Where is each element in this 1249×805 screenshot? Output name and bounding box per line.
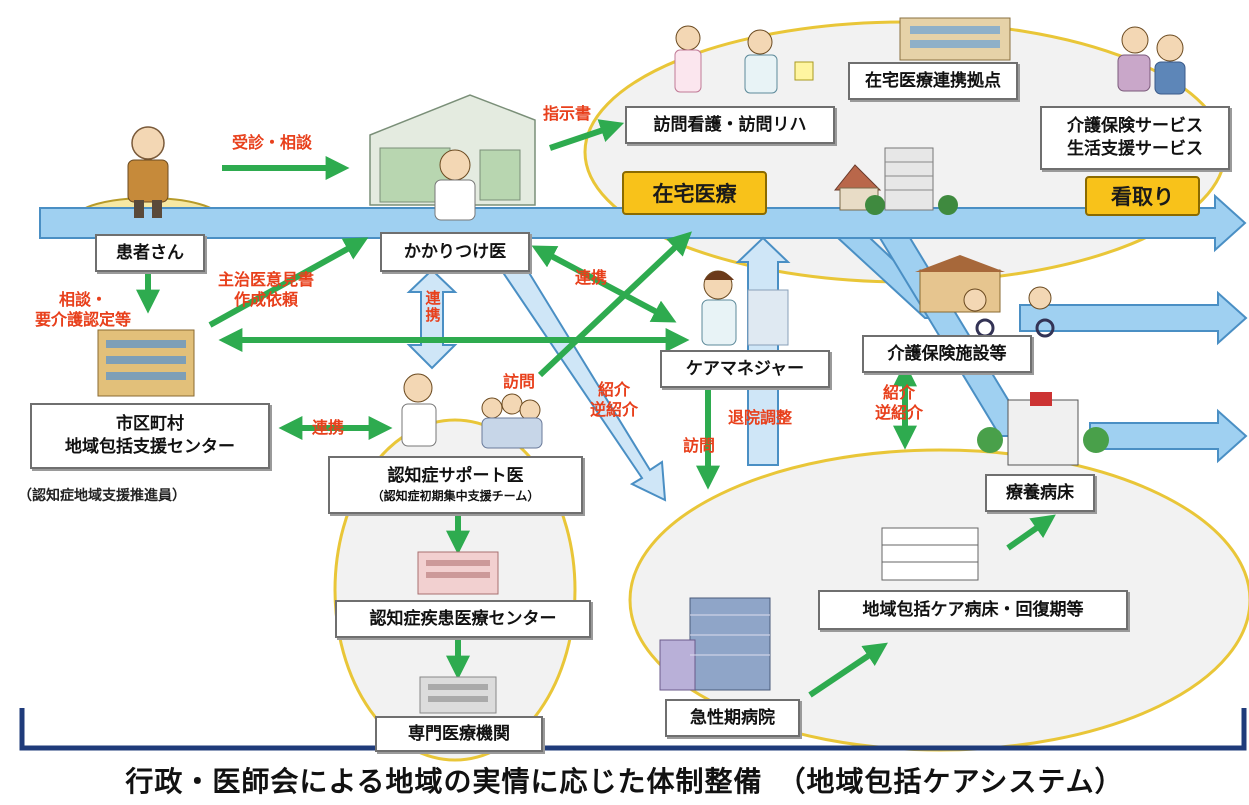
- dementia-doctor-label: 認知症サポート医: [387, 466, 524, 487]
- footer-caption: 行政・医師会による地域の実情に応じた体制整備 （地域包括ケアシステム）: [125, 765, 1124, 798]
- visit-nursing-label: 訪問看護・訪問リハ: [653, 114, 807, 135]
- care-facility-illustration: [915, 255, 1055, 338]
- label-opinion: 主治医意見書作成依頼: [218, 270, 314, 310]
- end-of-life-badge: 看取り: [1085, 176, 1200, 216]
- caregiver-illustration: [1117, 26, 1186, 95]
- care-manager-label: ケアマネジャー: [685, 358, 805, 379]
- nurses-illustration: [674, 25, 814, 94]
- green-arrows: [136, 119, 1056, 698]
- specialist-label: 専門医療機関: [408, 723, 510, 744]
- family-doctor-label: かかりつけ医: [403, 241, 507, 262]
- label-referral2-2: 逆紹介: [875, 403, 924, 422]
- label-referral-1: 紹介: [598, 380, 631, 399]
- dementia-team-label: （認知症初期集中支援チーム）: [371, 489, 540, 504]
- long-term-ward-box: 療養病床: [985, 474, 1095, 512]
- label-renkei-cm: 連携: [575, 268, 608, 287]
- dementia-center-illustration: [417, 551, 499, 595]
- home-medicine-label: 在宅医療: [652, 182, 737, 206]
- care-facility-arrow: [1019, 290, 1248, 346]
- specialist-box: 専門医療機関: [375, 716, 543, 752]
- label-referral: 紹介逆紹介: [590, 380, 638, 420]
- label-renkei-vertical: 連携: [425, 289, 441, 324]
- care-facility-label: 介護保険施設等: [887, 343, 1007, 364]
- care-service-label-2: 生活支援サービス: [1067, 139, 1203, 159]
- label-referral2-1: 紹介: [883, 383, 916, 402]
- arrow-acute-community: [808, 642, 888, 698]
- long-term-arrow: [1089, 408, 1248, 464]
- label-consult2-2: 要介護認定等: [35, 310, 132, 329]
- patient-illustration: [127, 126, 169, 218]
- specialist-illustration: [419, 676, 497, 714]
- community-ward-label: 地域包括ケア病床・回復期等: [862, 599, 1084, 620]
- label-opinion-1: 主治医意見書: [218, 270, 315, 289]
- dementia-promoter-note: （認知症地域支援推進員）: [18, 488, 186, 504]
- label-referral2: 紹介逆紹介: [875, 383, 923, 423]
- visit-nursing-box: 訪問看護・訪問リハ: [625, 106, 835, 144]
- label-instruction: 指示書: [543, 104, 592, 123]
- label-houmon-cm: 訪問: [683, 436, 716, 455]
- label-opinion-2: 作成依頼: [234, 290, 299, 309]
- bottom-bracket: [19, 708, 1247, 751]
- label-houmon-dementia: 訪問: [503, 372, 536, 391]
- label-discharge: 退院調整: [728, 408, 793, 427]
- dementia-doctor-box: 認知症サポート医 （認知症初期集中支援チーム）: [328, 456, 583, 514]
- dementia-center-box: 認知症疾患医療センター: [335, 600, 591, 638]
- acute-hospital-box: 急性期病院: [665, 699, 800, 737]
- care-service-label-1: 介護保険サービス: [1067, 116, 1203, 137]
- end-of-life-label: 看取り: [1111, 185, 1174, 209]
- care-service-box: 介護保険サービス生活支援サービス: [1040, 106, 1230, 170]
- town-hall-illustration: [97, 329, 195, 397]
- label-consult: 受診・相談: [232, 133, 313, 152]
- long-term-illustration: [977, 392, 1109, 466]
- arrow-community-longterm: [1006, 514, 1056, 551]
- acute-hospital-illustration: [659, 597, 771, 691]
- home-medicine-badge: 在宅医療: [622, 171, 767, 215]
- municipality-label-1: 市区町村: [116, 414, 184, 435]
- renkei-double-arrow: [406, 268, 458, 370]
- arrow-doctor-cm: [531, 245, 677, 323]
- municipality-box: 市区町村地域包括支援センター: [30, 403, 270, 469]
- care-facility-box: 介護保険施設等: [862, 335, 1032, 373]
- arrow-houmon-up: [537, 231, 692, 378]
- hub-building-illustration: [899, 17, 1011, 61]
- municipality-label-2: 地域包括支援センター: [65, 437, 235, 457]
- houses-illustration: [833, 147, 958, 215]
- dementia-center-label: 認知症疾患医療センター: [369, 608, 557, 629]
- label-renkei-municipality: 連携: [312, 418, 345, 437]
- care-manager-box: ケアマネジャー: [660, 350, 830, 388]
- family-doctor-box: かかりつけ医: [380, 232, 530, 272]
- patient-box: 患者さん: [95, 234, 205, 272]
- dementia-doctor-illustration: [401, 373, 543, 449]
- label-consult2-1: 相談・: [59, 290, 108, 309]
- arrow-instruction: [549, 119, 625, 151]
- patient-label: 患者さん: [116, 242, 184, 263]
- long-term-ward-label: 療養病床: [1006, 482, 1074, 503]
- clinic-illustration: [369, 94, 536, 221]
- label-referral-2: 逆紹介: [590, 400, 639, 419]
- community-ward-box: 地域包括ケア病床・回復期等: [818, 590, 1128, 630]
- arrow-opinion: [208, 237, 369, 328]
- home-care-hub-box: 在宅医療連携拠点: [848, 62, 1018, 100]
- care-manager-illustration: [701, 270, 789, 346]
- label-consult-certification: 相談・要介護認定等: [35, 290, 131, 330]
- acute-hospital-label: 急性期病院: [690, 707, 775, 728]
- community-ward-illustration: [881, 527, 979, 581]
- home-care-hub-label: 在宅医療連携拠点: [865, 70, 1001, 91]
